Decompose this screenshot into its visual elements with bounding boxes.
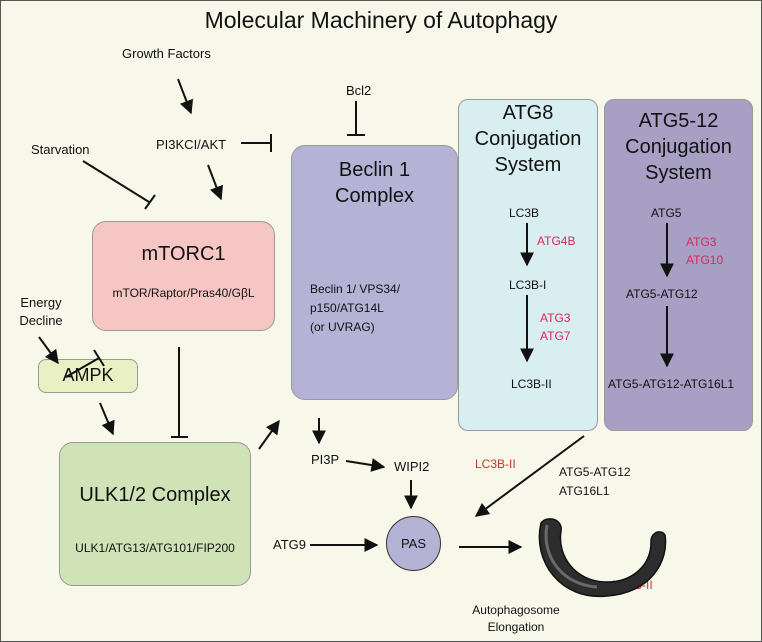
mtorc1-box — [92, 221, 275, 331]
bcl2-label: Bcl2 — [346, 83, 372, 98]
lc3b-ii-label: LC3B-II — [511, 377, 552, 391]
starvation-label: Starvation — [31, 142, 90, 157]
ulk-complex-title: ULK1/2 Complex — [79, 484, 231, 506]
atg8-title-1: ATG8 — [502, 102, 554, 124]
autophagosome-shape — [538, 518, 667, 598]
atg5-atg12-bottom-label: ATG5-ATG12 — [559, 465, 631, 479]
ulk-complex-members: ULK1/ATG13/ATG101/FIP200 — [75, 541, 235, 555]
atg8-title-2: Conjugation — [474, 128, 582, 150]
atg8-title-3: System — [494, 154, 562, 176]
arrow-energy-to-ampk — [38, 336, 59, 365]
lc3b-i-label: LC3B-I — [509, 278, 547, 292]
inhibit-bar-feedback — [93, 349, 105, 367]
arrow-conjugation-to-pas — [474, 435, 585, 517]
atg3-enzyme-label-atg512: ATG3 — [686, 235, 717, 249]
elongation-label: Elongation — [487, 620, 545, 634]
atg4b-enzyme-label: ATG4B — [537, 234, 576, 248]
energy-decline-label-2: Decline — [19, 313, 63, 328]
growth-factors-label: Growth Factors — [122, 46, 211, 61]
atg5-label: ATG5 — [651, 206, 682, 220]
atg5-12-system-box — [604, 99, 753, 431]
beclin-members-1: Beclin 1/ VPS34/ — [310, 282, 401, 296]
atg5-12-title-1: ATG5-12 — [638, 110, 719, 132]
atg7-enzyme-label: ATG7 — [540, 329, 571, 343]
arrow-growth-to-pi3k — [177, 78, 194, 115]
beclin-complex-box — [291, 145, 458, 400]
atg9-label: ATG9 — [273, 537, 306, 552]
atg5-12-title-3: System — [645, 162, 712, 184]
wipi2-label: WIPI2 — [394, 459, 430, 474]
atg5-atg12-atg16l1-label: ATG5-ATG12-ATG16L1 — [608, 377, 735, 391]
pas-label: PAS — [400, 536, 427, 551]
atg5-12-title-2: Conjugation — [625, 136, 732, 158]
lc3b-ii-left-label: LC3B-II — [475, 457, 516, 471]
atg16l1-bottom-label: ATG16L1 — [559, 484, 610, 498]
beclin-title-1: Beclin 1 — [338, 159, 411, 181]
ulk-complex-box — [59, 442, 251, 586]
arrow-pi3k-to-mtorc1 — [207, 164, 224, 201]
atg3-enzyme-label-atg8: ATG3 — [540, 311, 571, 325]
pi3kci-akt-label: PI3KCI/AKT — [156, 137, 227, 152]
arrow-pi3p-to-wipi2 — [345, 458, 386, 472]
diagram-title: Molecular Machinery of Autophagy — [204, 7, 558, 33]
autophagosome-label: Autophagosome — [472, 603, 560, 617]
mtorc1-members: mTOR/Raptor/Pras40/GβL — [112, 286, 255, 300]
mtorc1-title: mTORC1 — [141, 243, 226, 265]
autophagosome-highlight — [544, 524, 598, 589]
atg10-enzyme-label: ATG10 — [686, 253, 724, 267]
lc3b-label: LC3B — [509, 206, 540, 220]
beclin-members-2: p150/ATG14L — [310, 301, 384, 315]
arrow-ulk-to-beclin — [258, 419, 280, 450]
ampk-label: AMPK — [62, 365, 114, 385]
atg5-atg12-label: ATG5-ATG12 — [626, 287, 698, 301]
inhibit-starvation-to-mtorc1 — [82, 160, 150, 203]
beclin-members-3: (or UVRAG) — [310, 320, 375, 334]
pi3p-label: PI3P — [311, 452, 340, 467]
inhibit-bar-starvation — [144, 194, 156, 210]
arrow-ampk-to-ulk — [99, 402, 115, 436]
beclin-title-2: Complex — [335, 185, 414, 207]
inhibit-feedback-ampk — [65, 357, 100, 378]
pas-node — [386, 516, 441, 571]
energy-decline-label-1: Energy — [20, 295, 62, 310]
